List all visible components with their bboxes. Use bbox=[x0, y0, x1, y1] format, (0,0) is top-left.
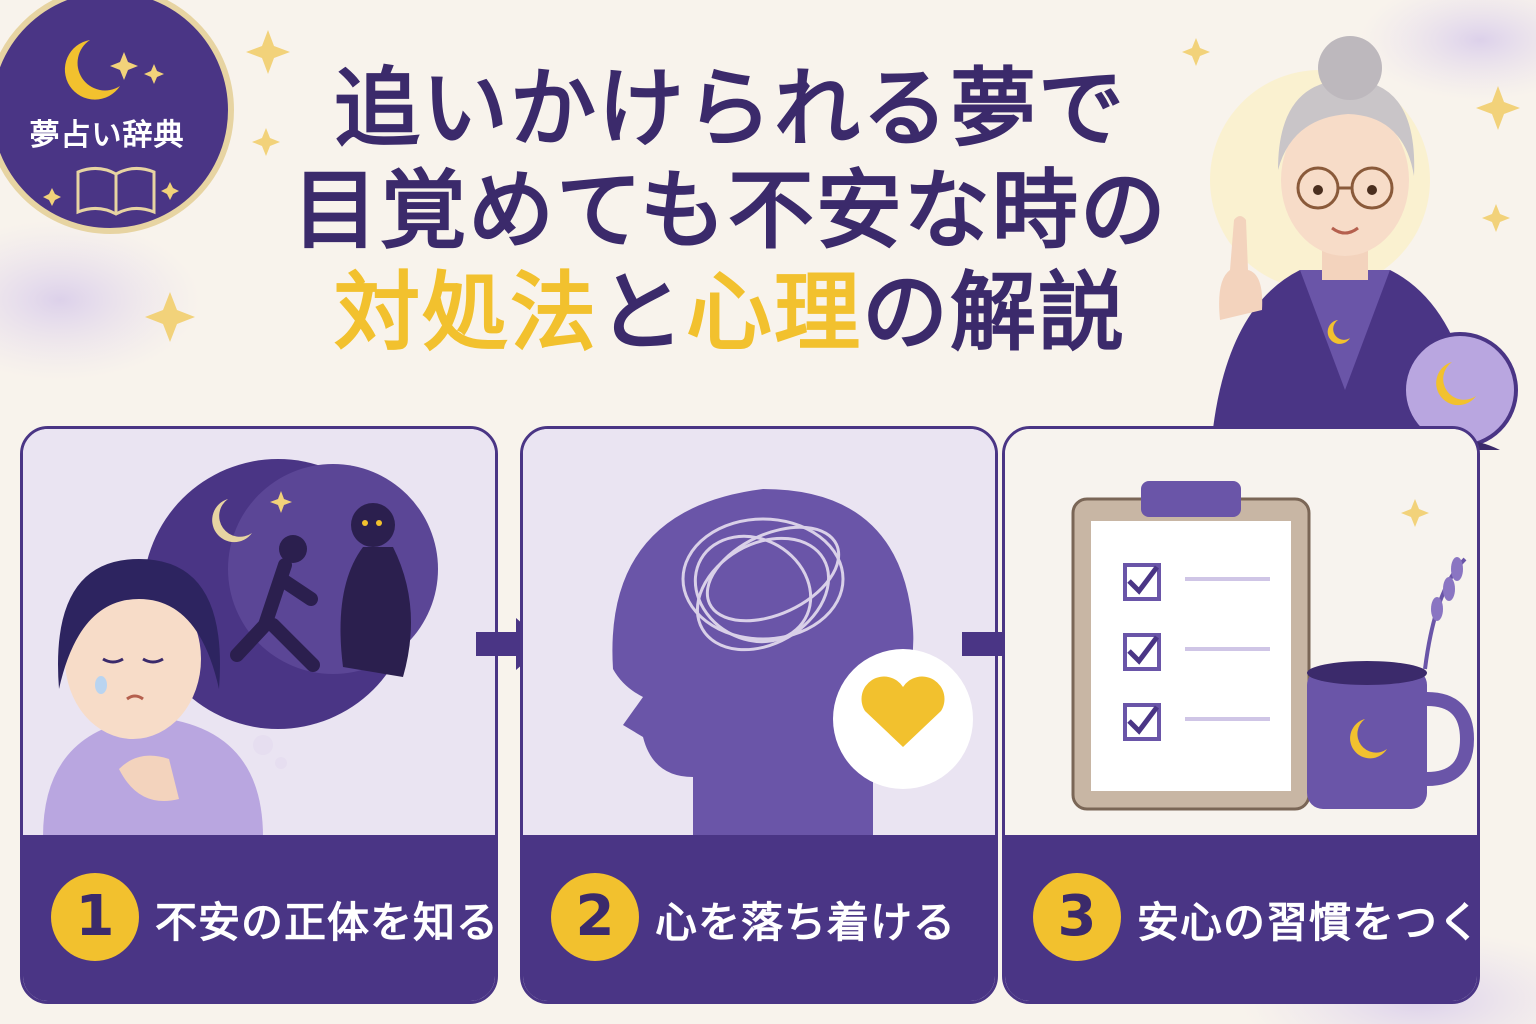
step-label-1: 不安の正体を知る bbox=[155, 898, 498, 947]
title-line-2: 目覚めても不安な時の bbox=[292, 161, 1168, 261]
title-line-1: 追いかけられる夢で bbox=[334, 59, 1126, 159]
badge-label: 夢占い辞典 bbox=[29, 118, 185, 153]
step-panel-3: 3 安心の習慣をつくる bbox=[1002, 426, 1480, 1004]
step-number-1: 1 bbox=[51, 873, 139, 961]
step-number-3: 3 bbox=[1033, 873, 1121, 961]
step-footer-2: 2 心を落ち着ける bbox=[523, 835, 995, 1001]
step-footer-3: 3 安心の習慣をつくる bbox=[1005, 835, 1477, 1001]
page-title: 追いかけられる夢で 目覚めても不安な時の 対処法と心理の解説 bbox=[270, 58, 1190, 364]
moon-book-icon bbox=[43, 40, 179, 216]
step-label-3: 安心の習慣をつくる bbox=[1137, 898, 1480, 947]
dictionary-badge: 夢占い辞典 bbox=[0, 0, 234, 234]
step-footer-1: 1 不安の正体を知る bbox=[23, 835, 495, 1001]
checklist-items bbox=[1123, 563, 1270, 741]
anxious-dreamer-illustration bbox=[23, 429, 495, 837]
title-highlight-psychology: 心理 bbox=[686, 263, 862, 363]
title-line-3: 対処法と心理の解説 bbox=[334, 263, 1126, 363]
title-highlight-coping: 対処法 bbox=[334, 263, 598, 363]
step-panel-2: 2 心を落ち着ける bbox=[520, 426, 998, 1004]
step-number-2: 2 bbox=[551, 873, 639, 961]
fortune-teller-illustration bbox=[1210, 36, 1518, 460]
habit-checklist-illustration bbox=[1005, 429, 1477, 837]
step-panel-1: 1 不安の正体を知る bbox=[20, 426, 498, 1004]
step-label-2: 心を落ち着ける bbox=[655, 898, 957, 947]
calm-mind-illustration bbox=[523, 429, 995, 837]
